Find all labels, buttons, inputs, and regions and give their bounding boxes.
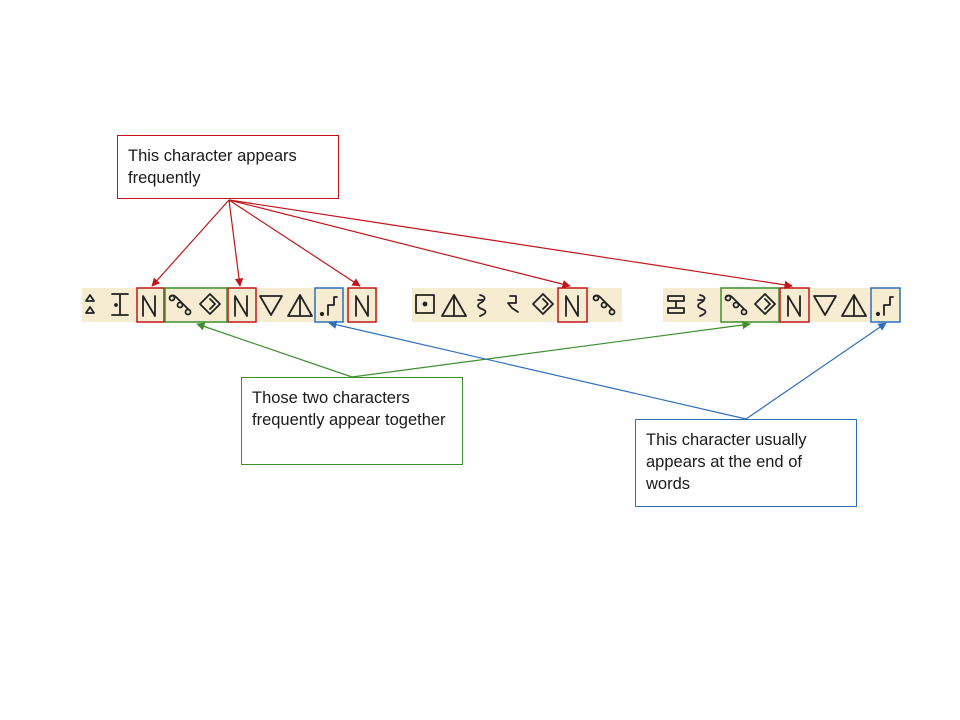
red-arrow [228, 199, 793, 290]
red-arrow [151, 199, 230, 287]
blue-highlight-box [870, 287, 901, 323]
red-arrow [228, 199, 361, 287]
glyph-down-triangle [259, 295, 283, 316]
glyph-n-shape [355, 295, 369, 317]
blue-arrow [745, 322, 887, 420]
glyph-split-triangle [441, 294, 467, 317]
red-highlight-box [227, 287, 257, 323]
callout-character-pair: Those two characters frequently appear t… [241, 377, 463, 465]
glyph-wavy-chain [592, 294, 616, 316]
green-highlight-box [164, 287, 228, 323]
glyph-zigzag-hook [507, 295, 519, 313]
glyph-small-triangle-pair [85, 294, 95, 314]
glyph-wavy-chain [724, 294, 748, 316]
glyph-n-shape [142, 295, 156, 317]
glyph-n-shape [234, 295, 248, 317]
glyph-n-shape [787, 295, 801, 317]
callout-end-text: This character usually appears at the en… [646, 431, 807, 493]
glyph-dotted-square [415, 294, 435, 314]
glyph-rotated-square [532, 293, 554, 315]
glyph-curly-s [477, 294, 487, 317]
glyph-hook-dot [319, 296, 338, 317]
glyph-i-beam-dot [111, 293, 129, 316]
callout-frequent-text: This character appears frequently [128, 147, 297, 187]
callout-frequent-character: This character appears frequently [117, 135, 339, 199]
glyph-h-box [667, 295, 685, 314]
red-highlight-box [557, 287, 588, 323]
blue-arrow [328, 320, 747, 420]
green-arrow [351, 320, 751, 378]
red-arrow [228, 199, 244, 287]
red-highlight-box [347, 287, 377, 323]
glyph-rotated-square [754, 293, 776, 315]
callout-together-text: Those two characters frequently appear t… [252, 389, 446, 429]
red-highlight-box [779, 287, 810, 323]
glyph-split-triangle [841, 294, 867, 317]
green-arrow [196, 322, 353, 378]
glyph-wavy-chain [168, 294, 192, 316]
glyph-hook-dot [875, 296, 894, 317]
glyph-split-triangle [287, 294, 313, 317]
red-highlight-box [136, 287, 165, 323]
glyph-rotated-square [199, 293, 221, 315]
glyph-n-shape [565, 295, 579, 317]
glyph-down-triangle [813, 295, 837, 316]
red-arrow [228, 199, 571, 289]
glyph-curly-s [697, 294, 707, 317]
callout-word-final-character: This character usually appears at the en… [635, 419, 857, 507]
